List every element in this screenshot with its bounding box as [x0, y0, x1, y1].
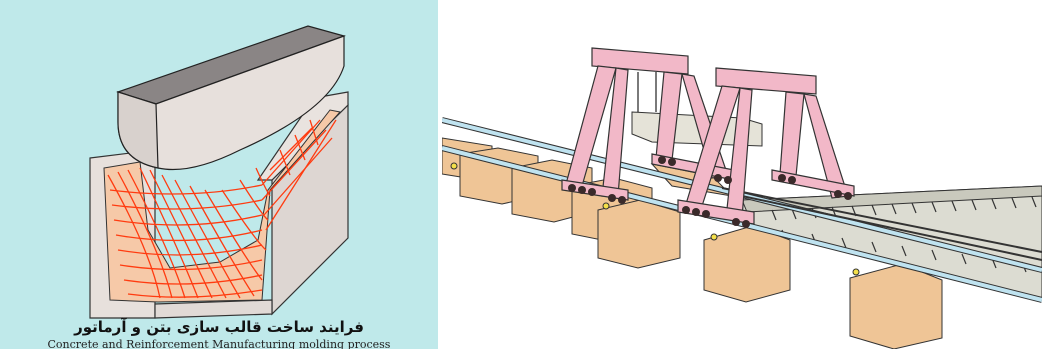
gantry-illustration — [442, 0, 1042, 349]
mold-process-figure: فرایند ساخت قالب سازی بتن و آرماتور Conc… — [0, 0, 438, 349]
caption-persian: فرایند ساخت قالب سازی بتن و آرماتور — [0, 318, 438, 336]
caption-english: Concrete and Reinforcement Manufacturing… — [0, 339, 438, 349]
mold-illustration — [0, 0, 438, 349]
mold-bottom-face — [155, 300, 272, 318]
gantry-crane-figure — [442, 0, 1042, 349]
